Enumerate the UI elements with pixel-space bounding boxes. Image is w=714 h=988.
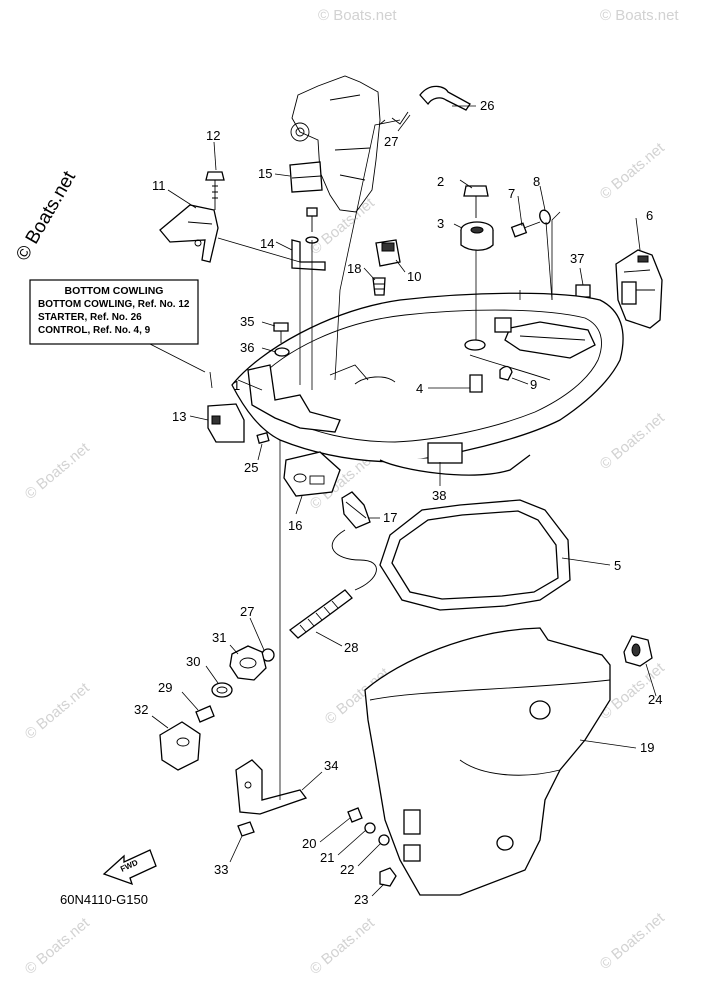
cable-part xyxy=(289,529,377,639)
callout-4: 4 xyxy=(416,381,423,396)
watermark-text: © Boats.net xyxy=(22,679,94,743)
callout-23: 23 xyxy=(354,892,368,907)
callout-38: 38 xyxy=(432,488,446,503)
callout-21: 21 xyxy=(320,850,334,865)
label-line: STARTER, Ref. No. 26 xyxy=(38,312,142,323)
ring-part xyxy=(211,682,233,698)
watermark-text: © Boats.net xyxy=(307,194,379,258)
holder-part xyxy=(159,721,201,771)
lever-part xyxy=(615,249,663,329)
watermark-text: © Boats.net xyxy=(307,914,379,978)
washer-part xyxy=(378,834,390,846)
callout-18: 18 xyxy=(347,261,361,276)
callout-9: 9 xyxy=(530,377,537,392)
callout-34: 34 xyxy=(324,758,338,773)
label-line: BOTTOM COWLING, Ref. No. 12 xyxy=(38,299,190,310)
grommet-part xyxy=(460,221,494,251)
bottom-cowling-label: BOTTOM COWLING BOTTOM COWLING, Ref. No. … xyxy=(29,279,206,373)
nipple-part xyxy=(195,705,215,723)
nut-part xyxy=(229,645,267,681)
diagram-code: 60N4110-G150 xyxy=(60,892,148,907)
lower-cowling-part xyxy=(364,627,611,896)
plug-part xyxy=(375,239,401,267)
label-title: BOTTOM COWLING xyxy=(65,285,164,297)
engine-outline xyxy=(290,75,381,213)
gasket-part xyxy=(379,499,571,611)
callout-29: 29 xyxy=(158,680,172,695)
watermark-text: © Boats.net xyxy=(597,909,669,973)
callout-27-lower: 27 xyxy=(240,604,254,619)
watermark-text: © Boats.net xyxy=(597,409,669,473)
screw-part xyxy=(347,807,363,823)
callout-27-upper: 27 xyxy=(384,134,398,149)
callout-16: 16 xyxy=(288,518,302,533)
screw-part xyxy=(237,821,255,837)
assembly-lines xyxy=(209,119,561,800)
watermark-text: © Boats.net xyxy=(600,7,679,24)
nut-part xyxy=(379,867,397,887)
watermark-text: © Boats.net xyxy=(597,139,669,203)
callout-10: 10 xyxy=(407,269,421,284)
watermark-text: © Boats.net xyxy=(22,914,94,978)
label-line: CONTROL, Ref. No. 4, 9 xyxy=(38,325,151,336)
callout-32: 32 xyxy=(134,702,148,717)
washer-part xyxy=(274,347,290,357)
callout-numbers: 1 2 3 4 5 6 7 8 9 10 11 12 13 14 15 16 1… xyxy=(134,98,662,907)
callout-19: 19 xyxy=(640,740,654,755)
fwd-arrow-icon: FWD xyxy=(102,849,157,886)
callout-7: 7 xyxy=(508,186,515,201)
seal-part xyxy=(207,403,245,443)
callout-2: 2 xyxy=(437,174,444,189)
watermark-layer: © Boats.net © Boats.net © Boats.net © Bo… xyxy=(12,7,679,978)
bolt-part xyxy=(205,171,225,210)
bracket-part xyxy=(159,204,219,263)
callout-1: 1 xyxy=(233,378,240,393)
callout-35: 35 xyxy=(240,314,254,329)
callout-36: 36 xyxy=(240,340,254,355)
starter-handle-part xyxy=(378,85,471,126)
watermark-main: © Boats.net xyxy=(12,167,80,264)
callout-20: 20 xyxy=(302,836,316,851)
watermark-text: © Boats.net xyxy=(22,439,94,503)
callout-13: 13 xyxy=(172,409,186,424)
grommet-part xyxy=(623,635,653,667)
callout-17: 17 xyxy=(383,510,397,525)
callout-11: 11 xyxy=(152,178,166,193)
bracket-part xyxy=(235,759,308,815)
callout-12: 12 xyxy=(206,128,220,143)
callout-30: 30 xyxy=(186,654,200,669)
callout-3: 3 xyxy=(437,216,444,231)
screw-part xyxy=(510,221,541,238)
callout-5: 5 xyxy=(614,558,621,573)
callout-8: 8 xyxy=(533,174,540,189)
clamp-part xyxy=(289,161,323,193)
callout-22: 22 xyxy=(340,862,354,877)
callout-24: 24 xyxy=(648,692,662,707)
leader-lines xyxy=(151,105,657,897)
callout-26: 26 xyxy=(480,98,494,113)
pad-part xyxy=(256,432,270,444)
callout-25: 25 xyxy=(244,460,258,475)
bottom-cowling-part xyxy=(231,292,624,476)
callout-15: 15 xyxy=(258,166,272,181)
screw-part xyxy=(273,322,289,343)
bolt-part xyxy=(463,185,489,218)
watermark-text: © Boats.net xyxy=(318,7,397,24)
washer-part xyxy=(364,822,376,834)
pad-part xyxy=(575,284,591,298)
grommet-part xyxy=(283,451,341,497)
callout-28: 28 xyxy=(344,640,358,655)
callout-37: 37 xyxy=(570,251,584,266)
callout-14: 14 xyxy=(260,236,274,251)
bolt-part xyxy=(305,207,319,244)
washer-part xyxy=(539,209,551,225)
callout-6: 6 xyxy=(646,208,653,223)
clamp-part xyxy=(341,491,371,529)
clip-part xyxy=(372,277,386,296)
callout-33: 33 xyxy=(214,862,228,877)
callout-31: 31 xyxy=(212,630,226,645)
